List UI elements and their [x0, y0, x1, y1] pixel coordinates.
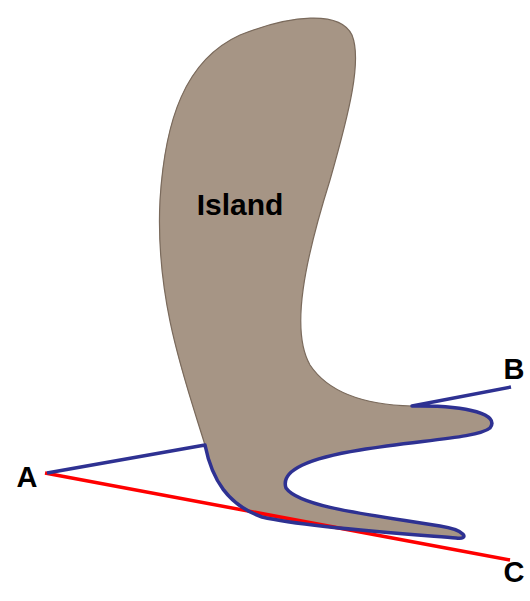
- region-name: Island: [197, 190, 284, 220]
- point-label: C: [504, 558, 525, 587]
- coast-route: [47, 387, 511, 538]
- point-label: A: [17, 463, 38, 492]
- straight-route: [45, 473, 510, 560]
- point-label: B: [504, 355, 525, 384]
